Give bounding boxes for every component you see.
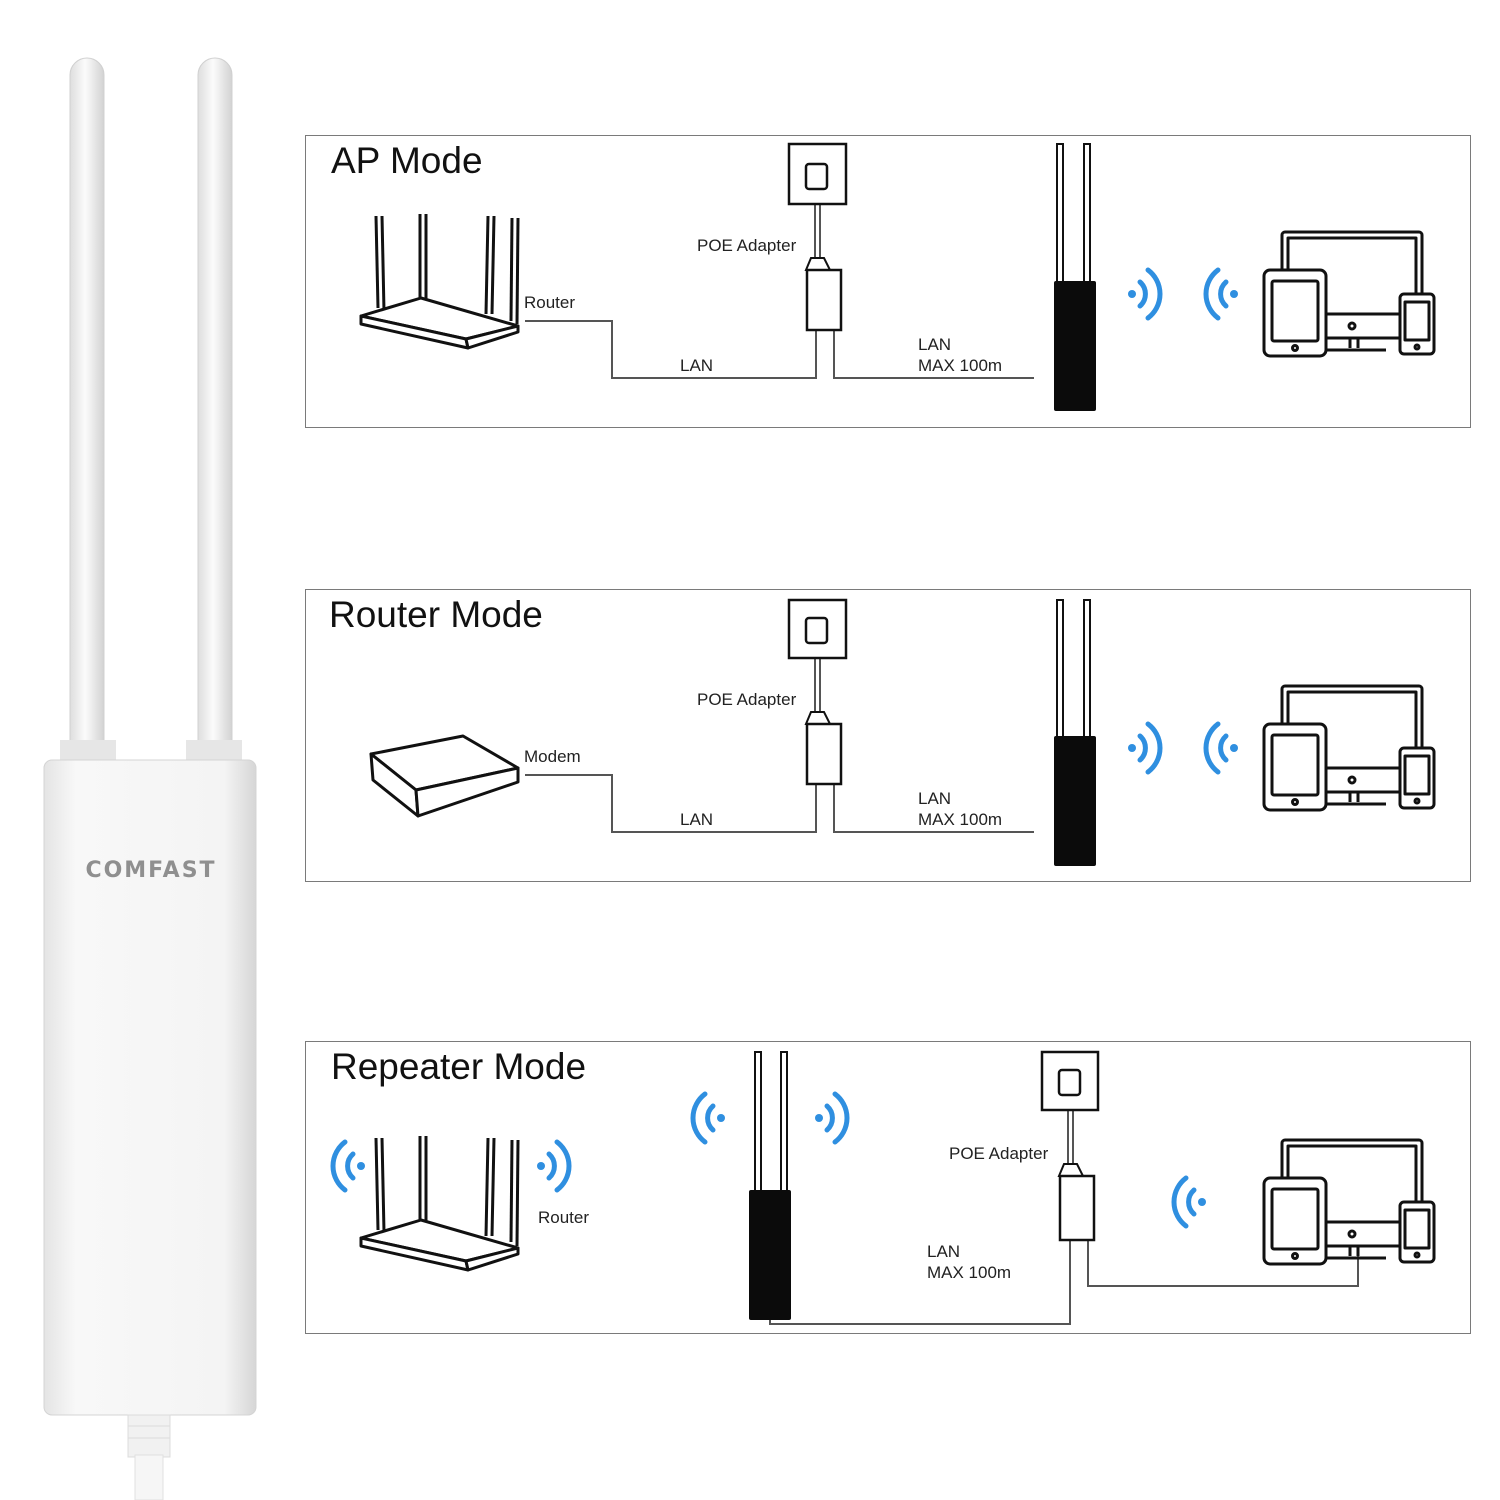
lan-label: LAN — [680, 356, 714, 375]
poe-adapter-icon — [804, 711, 843, 786]
access-point-icon — [749, 1051, 791, 1320]
wifi-left-icon — [690, 1091, 725, 1145]
panel-title: Repeater Mode — [331, 1046, 587, 1087]
max-distance-label: MAX 100m — [918, 810, 1003, 829]
lan-label: LAN — [680, 810, 714, 829]
wifi-right-icon — [1128, 267, 1163, 321]
router-icon — [359, 214, 520, 350]
poe-adapter-label: POE Adapter — [697, 236, 797, 255]
access-point-icon — [1054, 599, 1096, 866]
lan-cable — [525, 204, 1034, 379]
lan-label-2: LAN — [927, 1242, 961, 1261]
wifi-right-icon — [1128, 721, 1163, 775]
poe-adapter-label: POE Adapter — [697, 690, 797, 709]
source-label: Router — [538, 1208, 590, 1227]
devices-icon — [1262, 230, 1436, 358]
ethernet-cable — [127, 1414, 171, 1500]
poe-adapter-icon — [1057, 1163, 1096, 1242]
right-antenna — [186, 57, 242, 762]
wifi-left-icon — [330, 1139, 365, 1193]
router-mode-panel: Router Mode Modem POE Adapter LAN LAN MA… — [305, 589, 1471, 882]
wifi-right-icon — [815, 1091, 850, 1145]
wifi-left-icon — [1203, 721, 1238, 775]
lan-cable — [769, 1108, 1359, 1325]
max-distance-label: MAX 100m — [927, 1263, 1012, 1282]
product-image: COMFAST — [0, 0, 280, 1500]
poe-adapter-label: POE Adapter — [949, 1144, 1049, 1163]
left-antenna — [60, 57, 116, 762]
access-point-icon — [1054, 143, 1096, 411]
devices-icon — [1262, 1138, 1436, 1266]
panel-title: AP Mode — [331, 140, 483, 181]
router-icon — [359, 1136, 520, 1272]
wifi-left-icon — [1171, 1175, 1206, 1229]
source-label: Router — [524, 293, 576, 312]
wall-socket-icon — [1040, 1050, 1100, 1112]
poe-adapter-icon — [804, 257, 843, 332]
max-distance-label: MAX 100m — [918, 356, 1003, 375]
lan-cable — [525, 658, 1034, 833]
wifi-right-icon — [537, 1139, 572, 1193]
wall-socket-icon — [787, 598, 848, 660]
repeater-mode-panel: Repeater Mode Router POE Adapter LAN MAX… — [305, 1041, 1471, 1334]
devices-icon — [1262, 684, 1436, 812]
modem-icon — [369, 734, 520, 818]
source-label: Modem — [524, 747, 581, 766]
wifi-left-icon — [1203, 267, 1238, 321]
panel-title: Router Mode — [329, 594, 543, 635]
lan-label-2: LAN — [918, 335, 952, 354]
wall-socket-icon — [787, 142, 848, 206]
lan-label-2: LAN — [918, 789, 952, 808]
brand-logo: COMFAST — [85, 858, 217, 883]
ap-mode-panel: AP Mode Router POE Adapter LAN LAN MAX 1… — [305, 135, 1471, 428]
